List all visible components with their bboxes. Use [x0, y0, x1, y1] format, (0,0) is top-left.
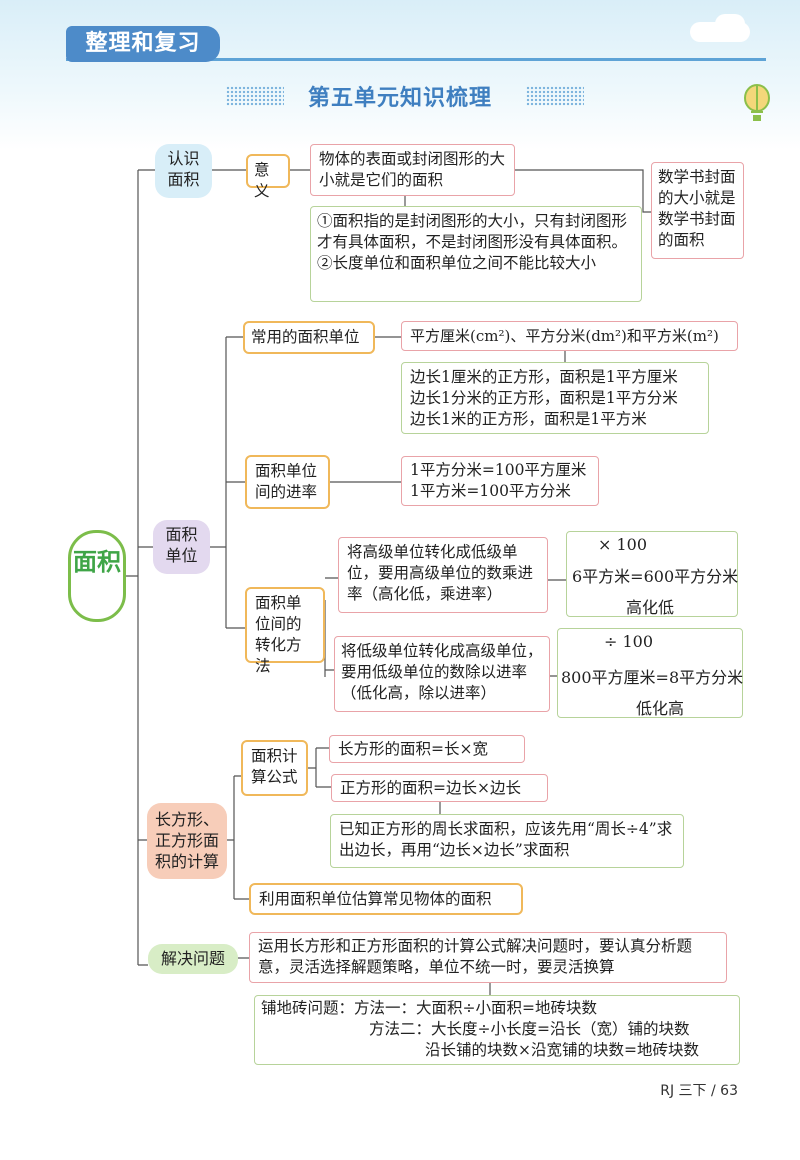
cloud-decoration: [715, 14, 745, 34]
note-2: ②长度单位和面积单位之间不能比较大小: [317, 254, 597, 272]
page-number: RJ 三下 / 63: [660, 1083, 738, 1099]
header-rule: [66, 58, 766, 61]
common-units-value: 平方厘米(cm²)、平方分米(dm²)和平方米(m²): [401, 321, 738, 351]
low-to-high-caption: 低化高: [636, 699, 685, 718]
unit-rate-label: 面积单位间的进率: [245, 455, 330, 509]
unit-detail-m: 边长1米的正方形，面积是1平方米: [410, 410, 647, 428]
unit-detail-cm: 边长1厘米的正方形，面积是1平方厘米: [410, 368, 678, 386]
square-formula: 正方形的面积=边长×边长: [331, 774, 548, 802]
note-1: ①面积指的是封闭图形的大小，只有封闭图形才有具体面积，不是封闭图形没有具体面积。: [317, 212, 628, 251]
topic-units: 面积单位: [153, 520, 210, 574]
rate-m-dm: 1平方米=100平方分米: [410, 482, 571, 500]
tile-title: 铺地砖问题：: [261, 999, 355, 1017]
topic-problem-solving: 解决问题: [148, 944, 238, 974]
problem-solving-detail: 运用长方形和正方形面积的计算公式解决问题时，要认真分析题意，灵活选择解题策略，单…: [249, 932, 727, 983]
common-units-detail: 边长1厘米的正方形，面积是1平方厘米 边长1分米的正方形，面积是1平方分米 边长…: [401, 362, 709, 434]
area-definition: 物体的表面或封闭图形的大小就是它们的面积: [310, 144, 515, 196]
low-to-high-rule: 将低级单位转化成高级单位，要用低级单位的数除以进率（低化高，除以进率）: [334, 636, 550, 712]
unit-detail-dm: 边长1分米的正方形，面积是1平方分米: [410, 389, 678, 407]
tile-method-2b: 沿长铺的块数×沿宽铺的块数=地砖块数: [425, 1041, 699, 1059]
high-to-low-caption: 高化低: [626, 598, 675, 617]
rectangle-formula: 长方形的面积=长×宽: [329, 735, 525, 763]
conversion-label: 面积单位间的转化方法: [245, 587, 325, 675]
meaning-label: 意义: [246, 154, 290, 200]
area-notes: ①面积指的是封闭图形的大小，只有封闭图形才有具体面积，不是封闭图形没有具体面积。…: [310, 206, 642, 302]
multiply-operator: × 100: [598, 535, 648, 554]
low-to-high-formula: 800平方厘米=8平方分米: [561, 668, 744, 687]
formula-label: 面积计算公式: [241, 740, 308, 796]
root-topic-area: 面积: [68, 530, 126, 622]
dot-decoration-left: [226, 86, 284, 106]
high-to-low-formula: 6平方米=600平方分米: [572, 567, 739, 586]
estimate-area: 利用面积单位估算常见物体的面积: [249, 883, 523, 915]
dot-decoration-right: [526, 86, 584, 106]
rate-dm-cm: 1平方分米=100平方厘米: [410, 461, 587, 479]
high-to-low-rule: 将高级单位转化成低级单位，要用高级单位的数乘进率（高化低，乘进率）: [338, 537, 548, 613]
tile-problem-box: 铺地砖问题：方法一：大面积÷小面积=地砖块数 方法二：大长度÷小长度=沿长（宽）…: [254, 995, 740, 1065]
section-badge: 整理和复习: [66, 26, 220, 62]
tile-method-1: 方法一：大面积÷小面积=地砖块数: [354, 999, 597, 1017]
header-band: [0, 0, 800, 150]
low-to-high-example: [557, 628, 743, 718]
area-example: 数学书封面的大小就是数学书封面的面积: [651, 162, 744, 259]
balloon-icon: [744, 84, 770, 121]
unit-rate-detail: 1平方分米=100平方厘米 1平方米=100平方分米: [401, 456, 599, 506]
high-to-low-example: [566, 531, 738, 617]
square-perimeter-note: 已知正方形的周长求面积，应该先用“周长÷4”求出边长，再用“边长×边长”求面积: [330, 814, 684, 868]
topic-recognize-area: 认识面积: [155, 144, 212, 198]
tile-method-2: 方法二：大长度÷小长度=沿长（宽）铺的块数: [369, 1020, 690, 1038]
page-title: 第五单元知识梳理: [307, 86, 492, 111]
topic-calculation: 长方形、正方形面积的计算: [147, 803, 227, 879]
common-units-label: 常用的面积单位: [243, 321, 375, 354]
divide-operator: ÷ 100: [604, 632, 654, 651]
